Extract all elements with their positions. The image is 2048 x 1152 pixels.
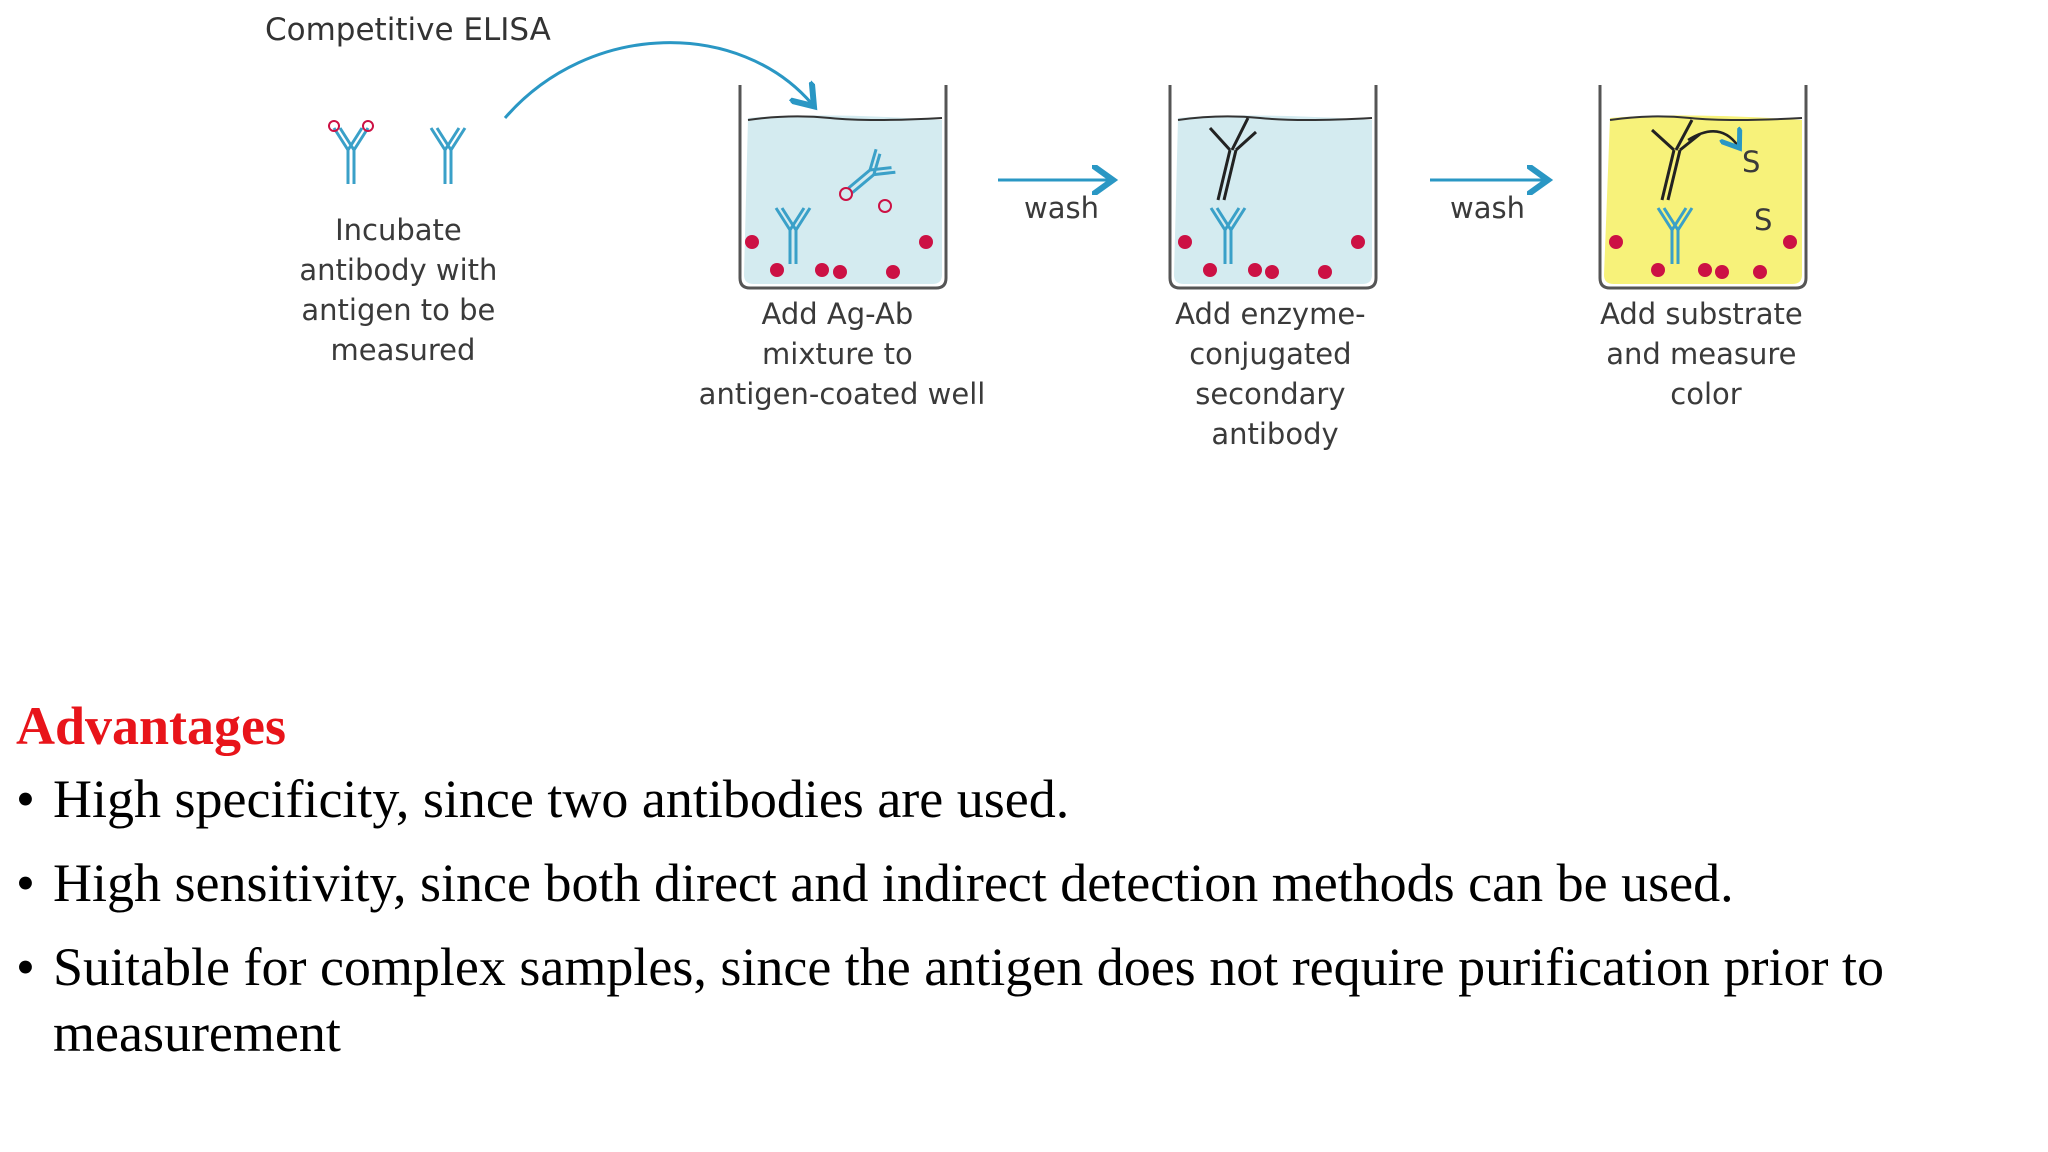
advantages-list: • High specificity, since two antibodies … [16, 766, 2032, 1066]
incubate-arrow [503, 41, 812, 119]
well-substrate: S S [1598, 85, 1808, 290]
advantages-heading: Advantages [16, 696, 287, 756]
competitive-elisa-diagram: Competitive ELISA wash [265, 12, 1812, 451]
bullet-symbol: • [16, 937, 35, 997]
wash-label-2: wash [1450, 191, 1525, 225]
list-item: • High specificity, since two antibodies … [16, 766, 2032, 832]
list-item: • High sensitivity, since both direct and… [16, 850, 2032, 916]
well-secondary-antibody [1168, 85, 1378, 290]
step-label-add-substrate: Add substrate and measure color [1600, 297, 1812, 411]
step-label-incubate: Incubate antibody with antigen to be mea… [299, 213, 506, 367]
bullet-text: High sensitivity, since both direct and … [53, 853, 1734, 913]
substrate-mark-1: S [1742, 145, 1760, 179]
step-label-add-mixture: Add Ag-Ab mixture to antigen-coated well [699, 297, 986, 411]
diagram-title: Competitive ELISA [265, 12, 551, 48]
antibody-antigen-pair [328, 120, 374, 186]
bullet-symbol: • [16, 769, 35, 829]
bullet-text: Suitable for complex samples, since the … [53, 937, 1884, 1063]
bullet-symbol: • [16, 853, 35, 913]
well-ag-ab [738, 85, 948, 290]
wash-label-1: wash [1024, 191, 1099, 225]
substrate-mark-2: S [1754, 203, 1772, 237]
free-antibody [429, 126, 467, 186]
step-label-add-secondary: Add enzyme- conjugated secondary antibod… [1175, 297, 1375, 451]
advantages-section: Advantages • High specificity, since two … [16, 690, 2032, 1084]
bullet-text: High specificity, since two antibodies a… [53, 769, 1070, 829]
list-item: • Suitable for complex samples, since the… [16, 934, 2032, 1066]
